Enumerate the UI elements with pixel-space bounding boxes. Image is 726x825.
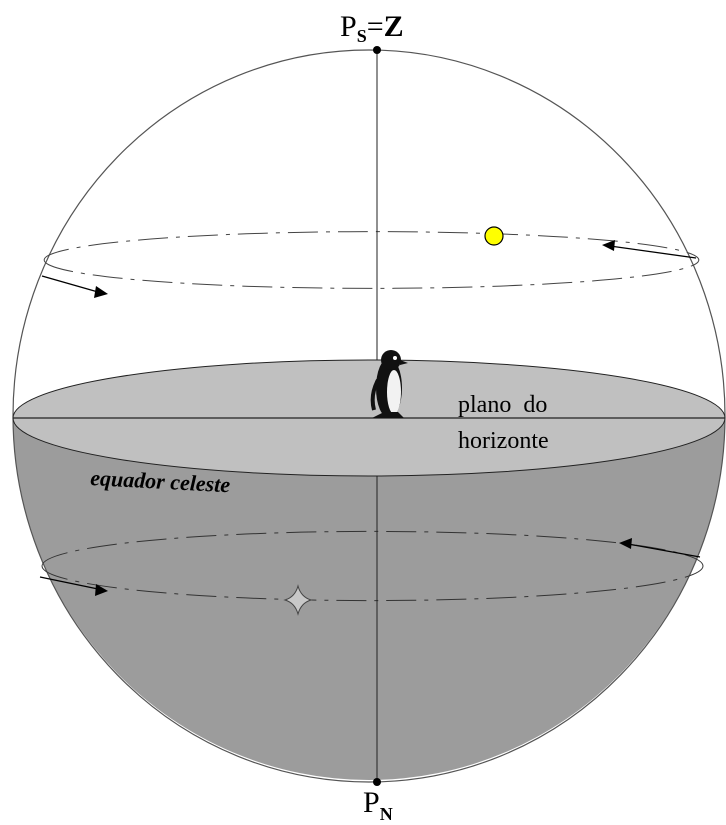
bottom-pole-label: PN — [363, 786, 393, 824]
arrow-icon — [39, 576, 108, 596]
sun-icon — [484, 226, 504, 246]
lower-hemisphere — [13, 416, 725, 780]
arrow-icon — [602, 240, 697, 259]
top-pole-label: PS=Z — [340, 10, 404, 46]
zenith-point — [373, 46, 381, 54]
lower-diurnal-circle-back — [41, 530, 704, 567]
horizon-plane-label-line2: horizonte — [458, 428, 549, 454]
south-pole-bottom-point — [373, 778, 381, 786]
lower-diurnal-circle-front — [41, 565, 704, 602]
star-icon — [283, 584, 313, 616]
upper-diurnal-circle-front — [44, 257, 700, 289]
penguin-icon — [370, 350, 408, 418]
horizon-plane-label-line1: plano do — [458, 392, 547, 418]
upper-diurnal-circle-back — [43, 231, 699, 263]
arrow-icon — [41, 275, 108, 298]
arrow-icon — [619, 538, 701, 558]
